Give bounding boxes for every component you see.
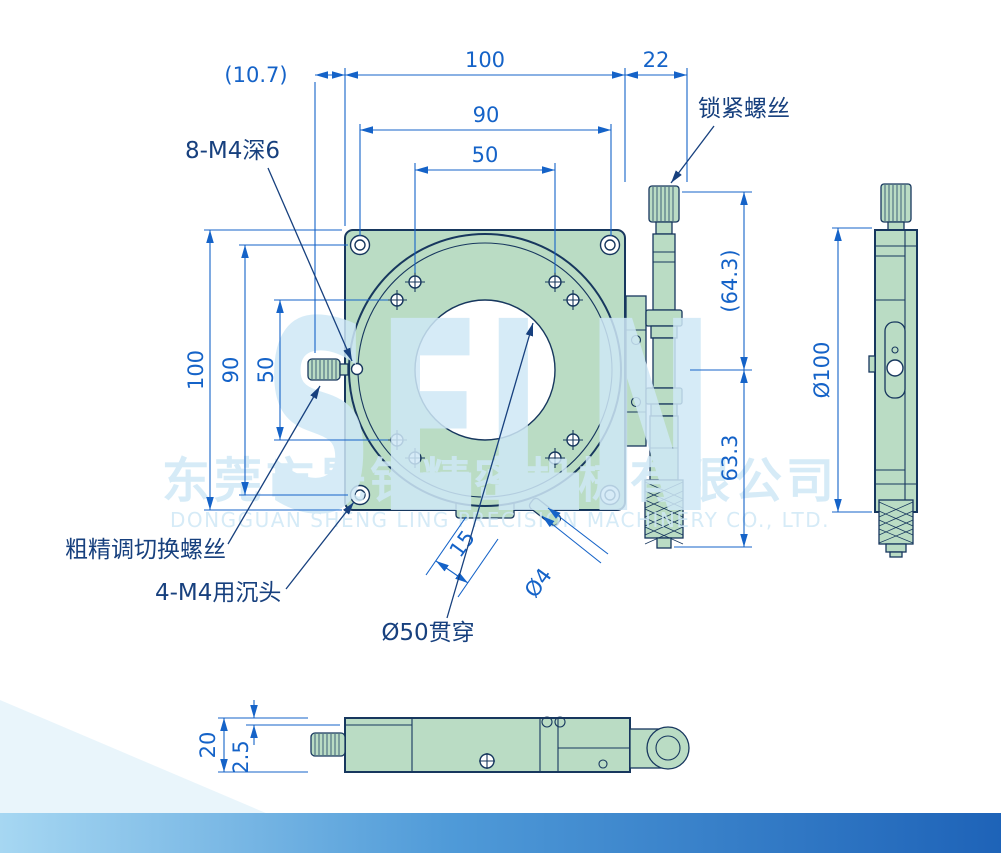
side-knob — [880, 183, 912, 223]
callout-lock-screw: 锁紧螺丝 — [698, 96, 790, 122]
dim-bottom-thickness: 20 — [196, 732, 220, 759]
dim-side-diameter: Ø100 — [810, 342, 834, 399]
watermark-company-en: DONGGUAN SHENG LING PRECISION MACHINERY … — [170, 508, 830, 532]
dim-front-offset: (10.7) — [224, 63, 287, 87]
callouts: 锁紧螺丝 8-M4深6 粗精调切换螺丝 4-M4用沉头 Ø50贯穿 — [65, 96, 790, 646]
callout-coarse-fine-switch: 粗精调切换螺丝 — [65, 537, 226, 563]
coarse-fine-knob — [307, 358, 364, 381]
dim-front-span-50: 50 — [472, 143, 499, 167]
bottom-arm-ring — [646, 726, 690, 770]
bottom-knob — [310, 732, 346, 757]
micrometer-thimble — [644, 479, 684, 539]
center-through-hole — [414, 299, 556, 441]
dim-side-upper: (64.3) — [718, 249, 742, 312]
dim-front-height: 100 — [184, 350, 208, 390]
dim-bottom-step: 2.5 — [229, 740, 253, 773]
micrometer-front — [625, 185, 684, 549]
watermark-logo: SELN — [263, 265, 717, 572]
callout-thread-holes: 8-M4深6 — [185, 138, 280, 164]
dim-front-span-90: 90 — [473, 103, 500, 127]
m4-tapped-holes — [387, 272, 583, 468]
dim-front-vspan-50: 50 — [254, 357, 278, 384]
countersunk-holes — [349, 234, 621, 506]
bottom-view — [310, 716, 690, 773]
callout-countersunk: 4-M4用沉头 — [155, 580, 281, 606]
dim-micrometer-width: 22 — [643, 48, 670, 72]
dim-front-width: 100 — [465, 48, 505, 72]
front-view — [307, 185, 684, 549]
lock-screw-knob — [648, 185, 680, 223]
dim-side-lower: 63.3 — [718, 435, 742, 482]
dim-front-vspan-90: 90 — [219, 357, 243, 384]
side-thimble — [878, 499, 914, 545]
side-view — [868, 183, 918, 558]
watermark: SELN 东莞市晟铃精密机械有限公司 DONGGUAN SHENG LING P… — [162, 265, 838, 572]
dimensions: (10.7) 100 22 90 50 100 90 50 (64.3) 63.… — [184, 48, 872, 774]
callout-through-hole: Ø50贯穿 — [381, 620, 474, 646]
footer-bar — [0, 813, 1001, 853]
watermark-company-cn: 东莞市晟铃精密机械有限公司 — [162, 453, 838, 509]
